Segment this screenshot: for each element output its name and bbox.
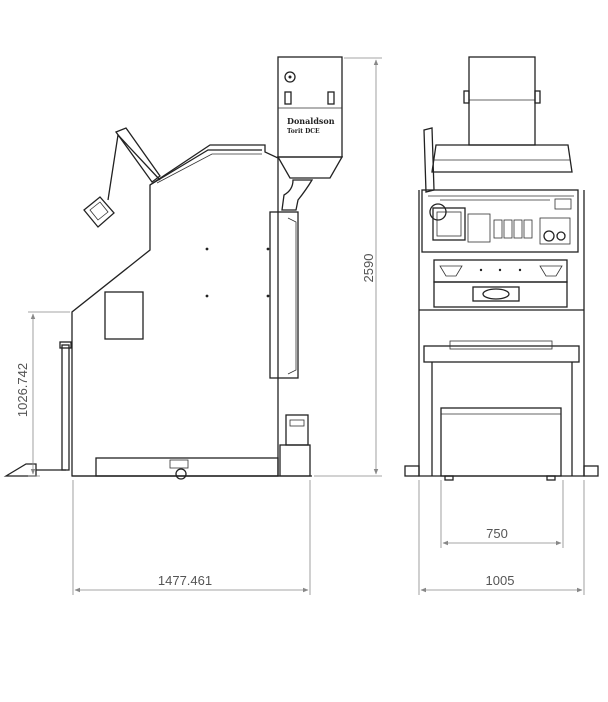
lower-cabinet xyxy=(440,407,562,477)
side-view: Donaldson Torit DCE xyxy=(3,56,344,480)
machine-body xyxy=(71,144,279,477)
duct-elbow xyxy=(281,179,314,211)
side-dimensions: 2590 1026.742 1477.461 xyxy=(15,57,382,595)
lamp-arm xyxy=(114,127,161,183)
door-panel xyxy=(269,211,299,379)
foot-pedal xyxy=(3,463,37,477)
motor xyxy=(285,414,309,446)
control-panel xyxy=(421,189,579,253)
dim-width-cabinet: 750 xyxy=(486,526,508,541)
brand-sublabel: Torit DCE xyxy=(287,128,320,135)
dim-height-total: 2590 xyxy=(361,254,376,283)
work-table xyxy=(423,345,580,363)
hmi-screen xyxy=(432,207,466,241)
brand-label: Donaldson xyxy=(287,116,335,126)
gauge-icon xyxy=(284,71,296,83)
dim-width-total: 1005 xyxy=(486,573,515,588)
control-pendant xyxy=(83,196,115,228)
front-hood xyxy=(431,144,573,173)
front-view xyxy=(404,56,599,481)
dim-depth-total: 1477.461 xyxy=(158,573,212,588)
front-collector xyxy=(468,56,536,146)
front-dimensions: 750 1005 xyxy=(418,480,585,595)
e-stop-icon xyxy=(429,203,447,221)
dim-height-table: 1026.742 xyxy=(15,363,30,417)
front-post xyxy=(61,344,70,471)
castor-wheel xyxy=(175,468,187,480)
inspection-panel xyxy=(104,291,144,340)
